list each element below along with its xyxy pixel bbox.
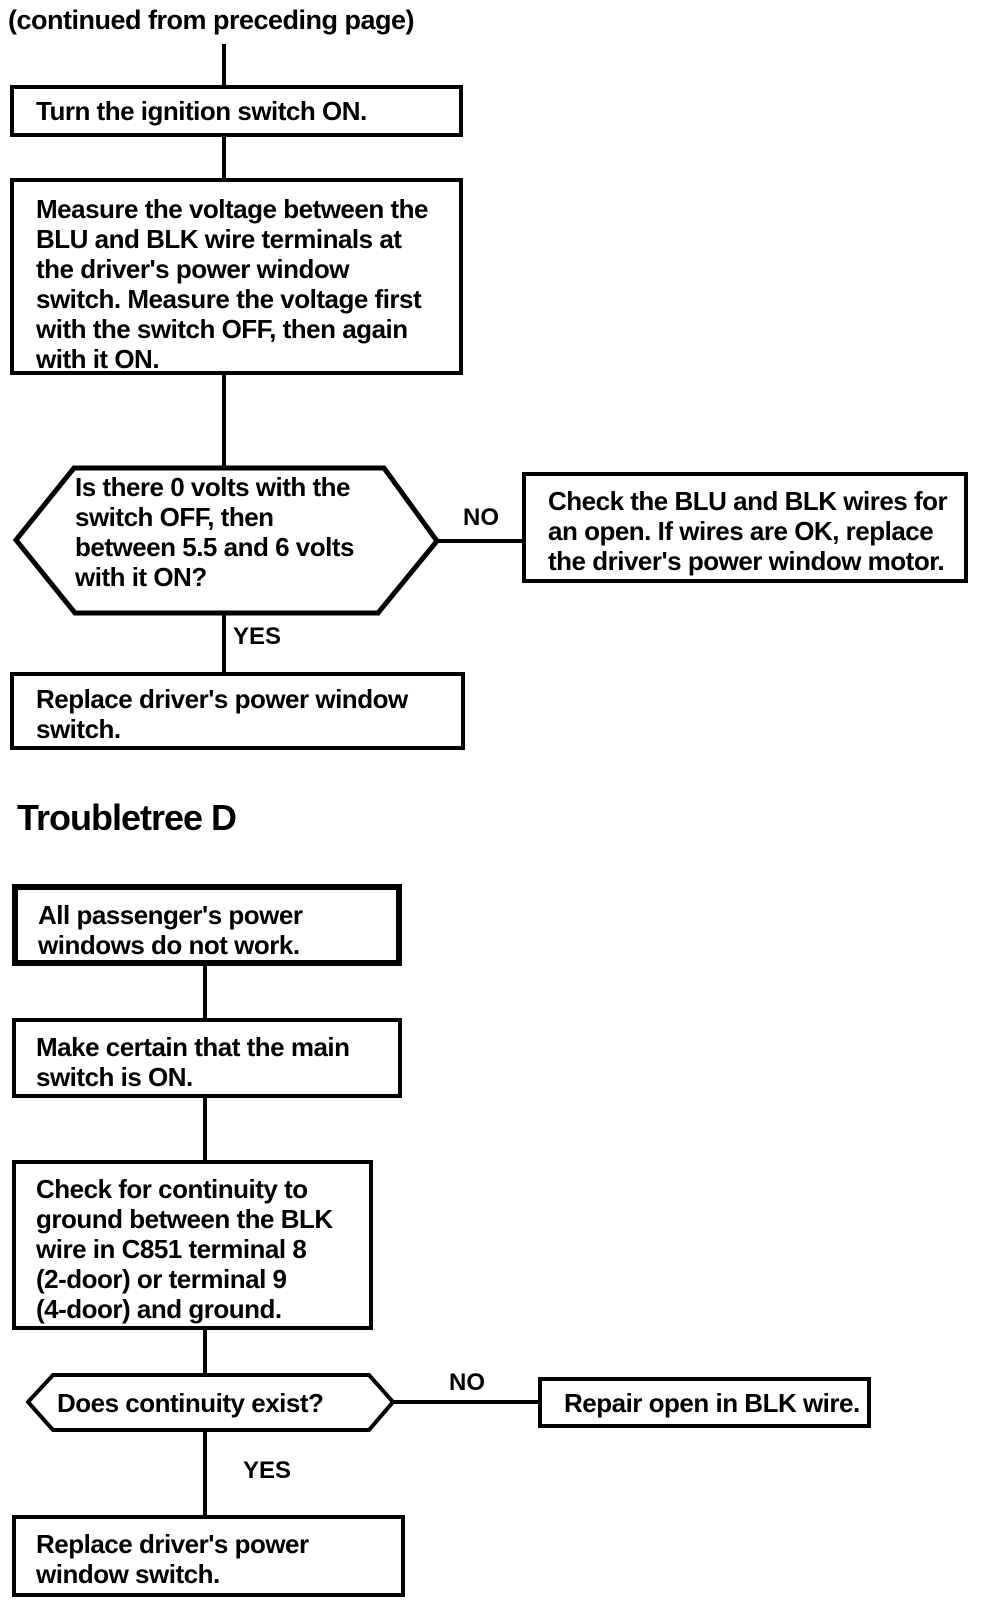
action-box-repair-blk-wire: Repair open in BLK wire. [538,1377,871,1428]
yes-label: YES [243,1457,292,1484]
connector-line [203,1330,207,1375]
section-heading-troubletree-d: Troubletree D [17,797,237,838]
connector-line [222,614,226,674]
action-box-replace-switch: Replace driver's power window switch. [10,672,465,750]
decision-hexagon-voltage: Is there 0 volts with the switch OFF, th… [13,465,440,616]
hexagon-outline [13,465,440,616]
step-text: Check for continuity to ground between t… [36,1174,333,1324]
problem-box-passenger-windows: All passenger's power windows do not wor… [12,884,402,966]
step-box-measure-voltage: Measure the voltage between the BLU and … [10,178,463,375]
step-box-turn-ignition-on: Turn the ignition switch ON. [10,85,463,137]
connector-line [222,44,226,88]
connector-line [203,1432,207,1516]
problem-text: All passenger's power windows do not wor… [38,900,303,960]
decision-text: Does continuity exist? [57,1388,324,1418]
connector-line [438,539,524,543]
connector-line [222,375,226,467]
step-box-check-continuity: Check for continuity to ground between t… [12,1160,373,1330]
step-text: Make certain that the main switch is ON. [36,1032,350,1092]
action-text: Replace driver's power window switch. [36,1529,309,1589]
decision-hexagon-continuity: Does continuity exist? [26,1373,395,1432]
step-box-main-switch-on: Make certain that the main switch is ON. [12,1018,402,1098]
yes-label: YES [233,623,282,650]
action-box-check-wires: Check the BLU and BLK wires for an open.… [522,472,968,583]
action-text: Check the BLU and BLK wires for an open.… [548,486,948,576]
connector-line [393,1400,540,1404]
no-label: NO [463,504,499,531]
step-text: Measure the voltage between the BLU and … [36,194,428,374]
action-text: Repair open in BLK wire. [564,1387,860,1418]
connector-line [203,966,207,1020]
action-box-replace-window-switch: Replace driver's power window switch. [12,1515,405,1597]
action-text: Replace driver's power window switch. [36,684,408,744]
continued-note: (continued from preceding page) [8,5,415,35]
connector-line [203,1098,207,1162]
decision-text: Is there 0 volts with the switch OFF, th… [75,472,354,592]
no-label: NO [449,1369,485,1396]
connector-line [222,137,226,182]
step-text: Turn the ignition switch ON. [36,96,367,126]
